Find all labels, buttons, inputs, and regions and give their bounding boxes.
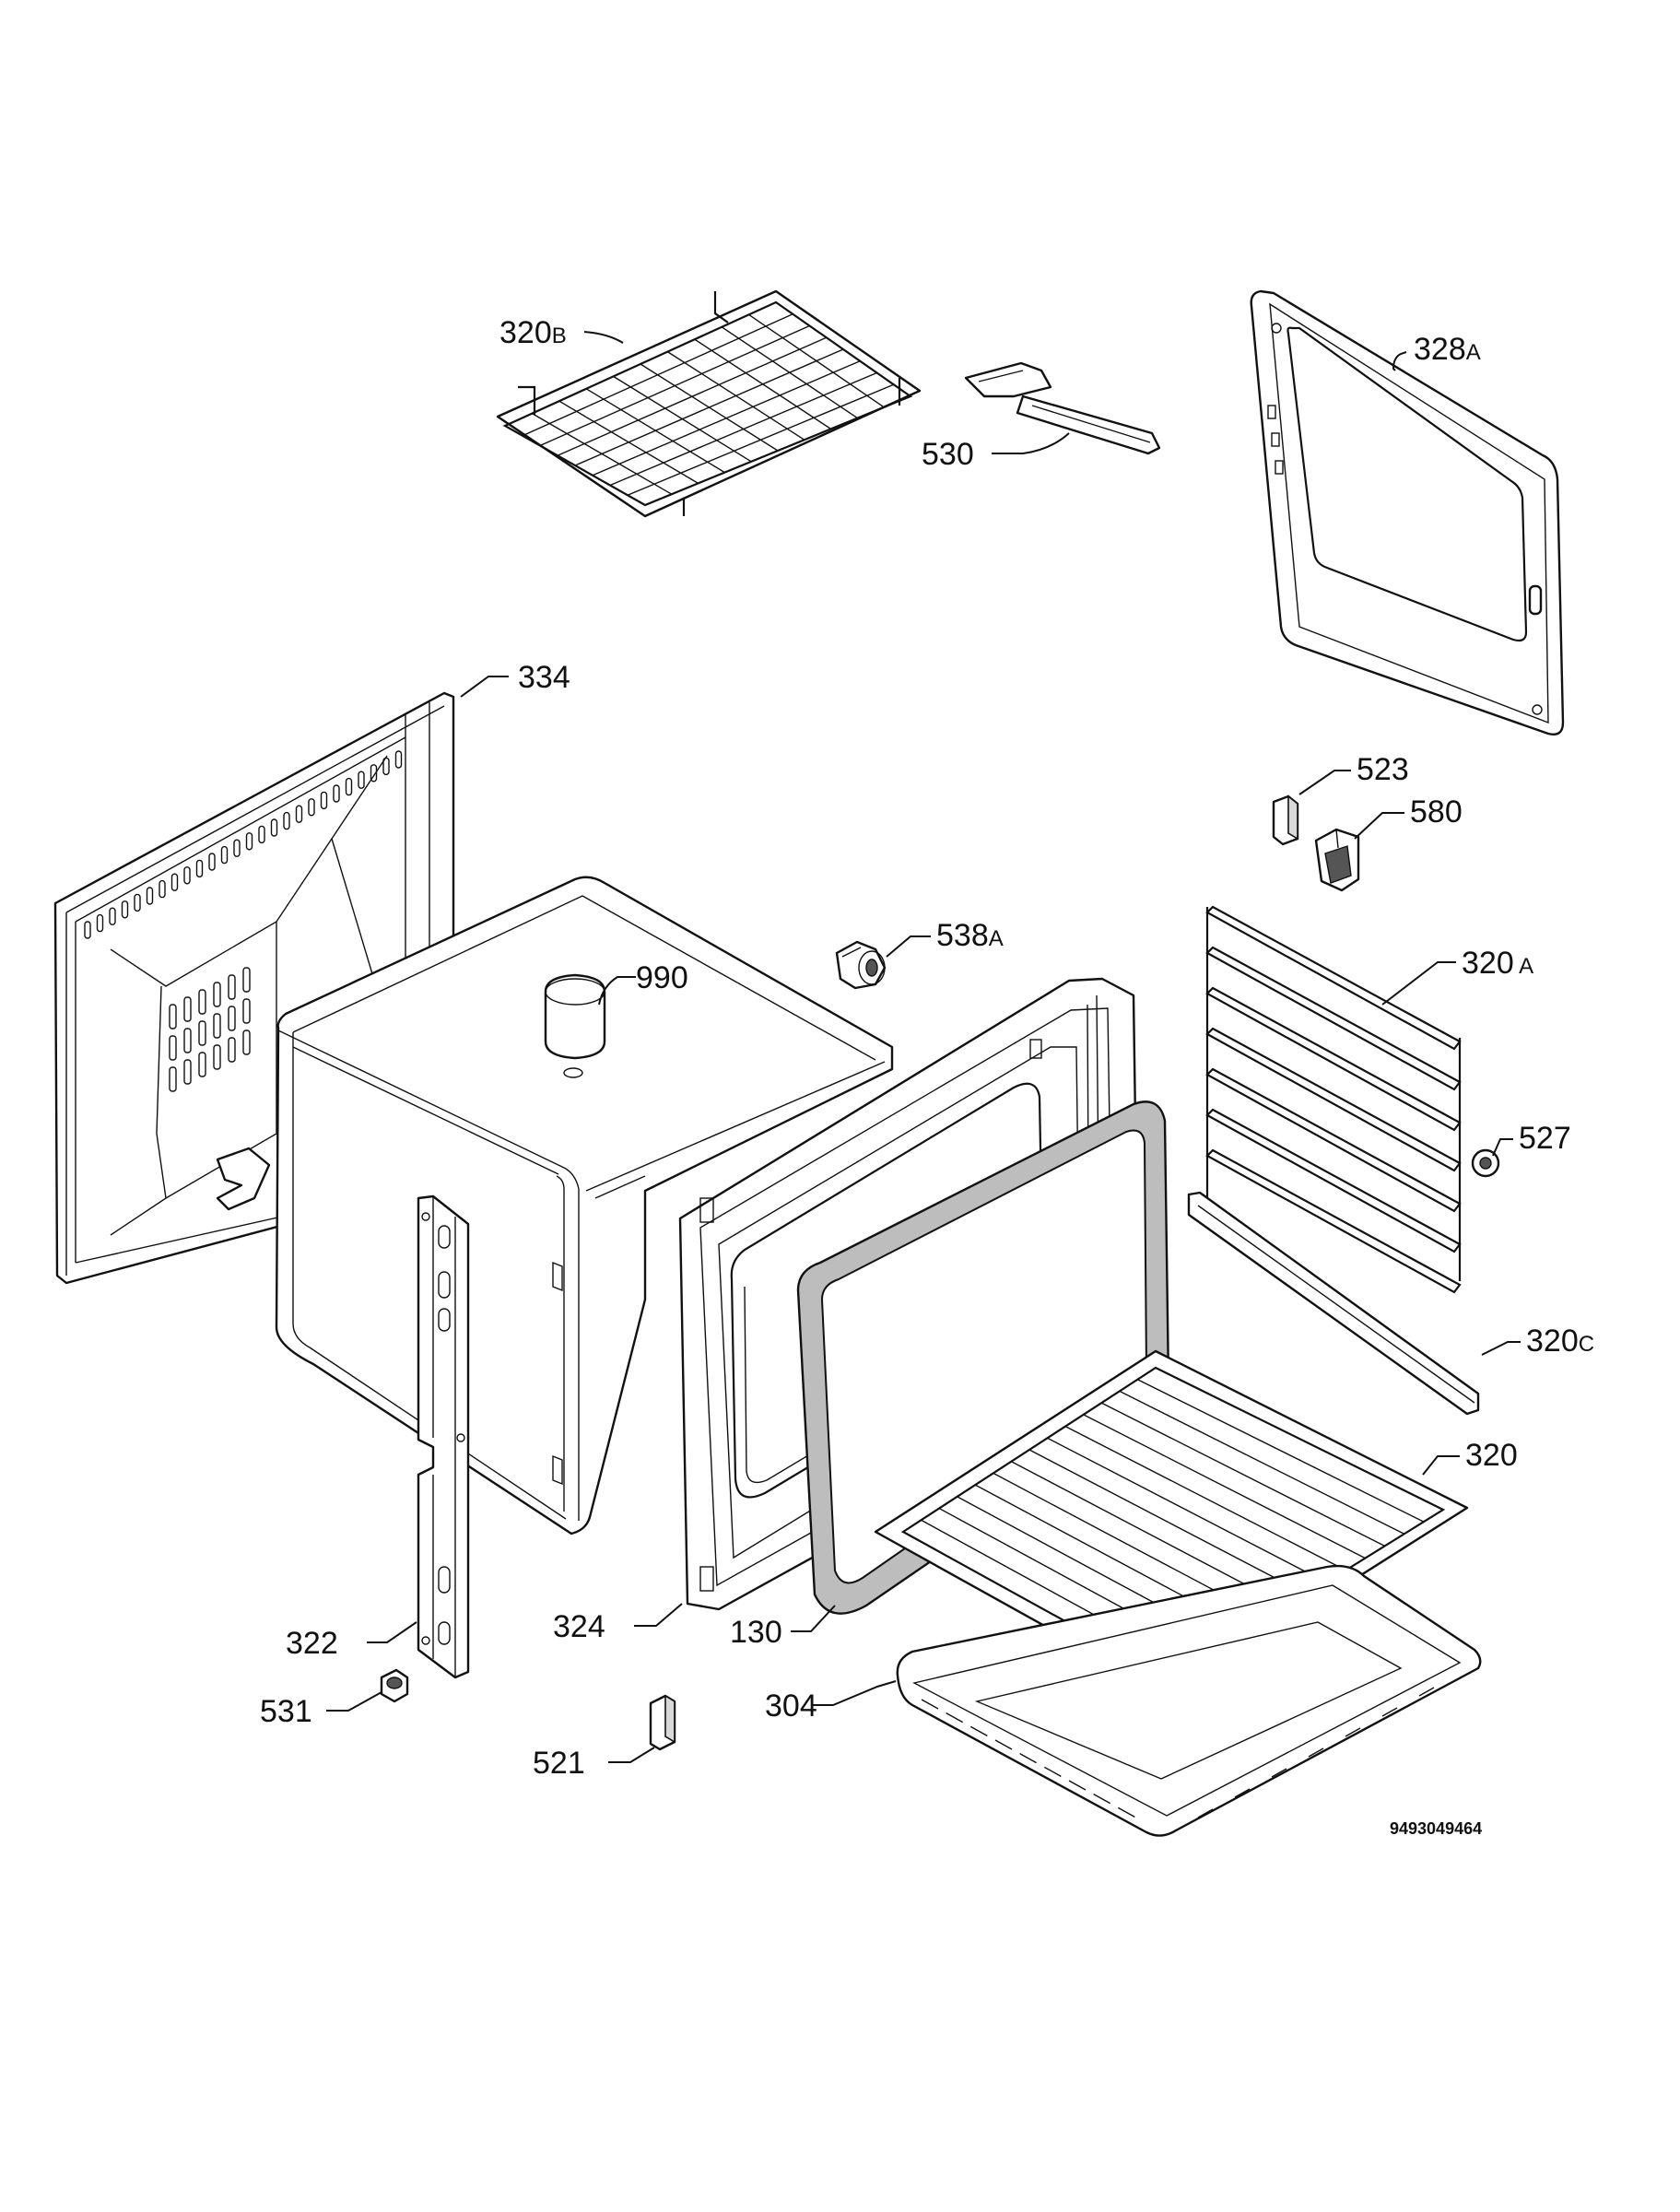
callout-521: 521 (533, 1746, 585, 1781)
part-531-screw[interactable] (380, 1668, 409, 1703)
callout-324: 324 (553, 1609, 605, 1644)
callout-538a: 538A (936, 918, 1004, 953)
part-530-runner[interactable] (964, 361, 1161, 455)
callout-990: 990 (636, 960, 688, 995)
leader-lines (326, 331, 1521, 1763)
callout-320: 320 (1465, 1438, 1518, 1473)
callout-322: 322 (286, 1626, 338, 1661)
callout-523: 523 (1357, 752, 1409, 787)
callout-304: 304 (765, 1688, 817, 1724)
part-320b-wire-shelf[interactable] (496, 289, 922, 518)
part-527-nut[interactable] (1471, 1148, 1500, 1178)
callout-580: 580 (1410, 794, 1463, 830)
callout-530: 530 (922, 437, 974, 472)
callout-320a: 320 A (1462, 946, 1533, 981)
part-322-side-bracket[interactable] (417, 1194, 470, 1679)
part-320a-shelf-support[interactable] (1205, 905, 1462, 1294)
callout-527: 527 (1519, 1121, 1571, 1156)
callout-531: 531 (260, 1694, 312, 1729)
callout-334: 334 (518, 660, 570, 695)
callout-130: 130 (730, 1615, 782, 1650)
drawing-code: 9493049464 (1390, 1819, 1482, 1838)
part-523-clip[interactable] (1272, 794, 1299, 846)
part-580-latch[interactable] (1314, 828, 1360, 892)
part-320c-rail-strip[interactable] (1187, 1191, 1480, 1416)
part-521-cover[interactable] (649, 1694, 676, 1751)
part-538a-lamp-holder[interactable] (835, 940, 887, 990)
callout-labels: 320B 530 328A 334 523 580 538A 990 320 A… (260, 315, 1594, 1838)
part-130-door-seal[interactable] (796, 1100, 1170, 1615)
part-328a-glass-frame[interactable] (1250, 289, 1565, 735)
callout-320c: 320C (1526, 1324, 1594, 1359)
callout-320b: 320B (499, 315, 567, 350)
callout-328a: 328A (1414, 332, 1481, 367)
part-304-baking-tray[interactable] (896, 1564, 1482, 1837)
